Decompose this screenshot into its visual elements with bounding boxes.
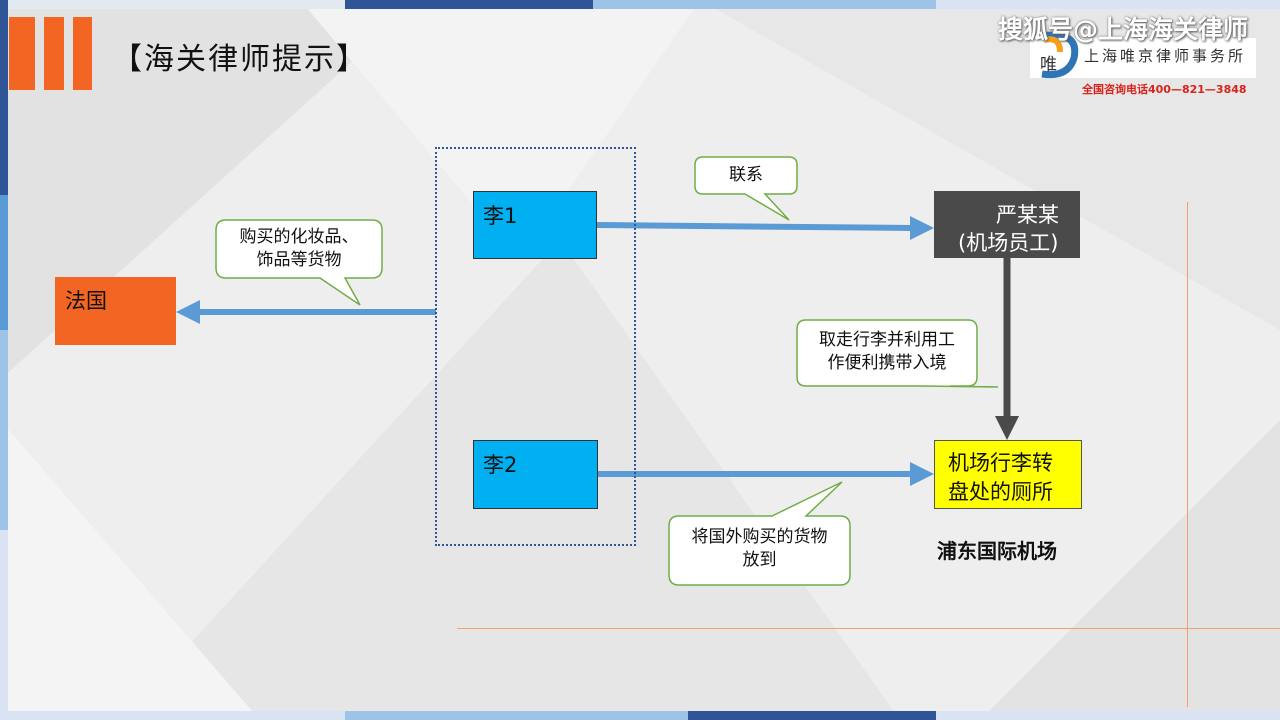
left-bar-segment xyxy=(0,530,8,720)
left-bar-segment xyxy=(0,330,8,530)
logo-char: 唯 xyxy=(1040,55,1057,75)
node-li1: 李1 xyxy=(473,191,597,259)
top-bar-segment xyxy=(936,0,1280,9)
callout-buy-bubble xyxy=(215,219,383,306)
node-yan-line2: (机场员工) xyxy=(958,231,1059,255)
callout-put-text: 将国外购买的货物 放到 xyxy=(671,526,848,572)
node-li2-label: 李2 xyxy=(483,453,518,477)
node-yan-line1: 严某某 xyxy=(996,203,1059,227)
slide-title: 【海关律师提示】 xyxy=(112,42,368,77)
callout-contact-label: 联系 xyxy=(729,165,763,185)
arrow-yan-to-toilet xyxy=(995,258,1019,440)
left-bar-segment xyxy=(0,195,8,330)
law-firm-logo xyxy=(1039,31,1079,79)
node-toilet-line1: 机场行李转 xyxy=(948,451,1053,475)
watermark-source: 搜狐号@上海海关律师 xyxy=(998,15,1249,44)
title-accent-bar xyxy=(73,17,92,90)
watermark-phone: 全国咨询电话400—821—3848 xyxy=(1082,83,1247,96)
callout-put-bubble xyxy=(668,481,851,586)
node-france: 法国 xyxy=(55,277,176,345)
arrow-li1-to-yan xyxy=(596,216,934,240)
callout-buy-line2: 饰品等货物 xyxy=(256,250,342,270)
top-bar-segment xyxy=(593,0,936,9)
node-li2: 李2 xyxy=(473,440,598,509)
li-group-dotted-frame xyxy=(435,147,636,546)
decor-line-vertical xyxy=(1187,202,1188,707)
title-accent-bar xyxy=(9,17,35,90)
callout-take-line1: 取走行李并利用工 xyxy=(819,330,955,350)
bottom-bar-segment xyxy=(936,711,1280,720)
title-accent-bar xyxy=(44,17,64,90)
callout-contact-bubble xyxy=(694,156,798,221)
bottom-bar-segment xyxy=(0,711,345,720)
top-bar-segment xyxy=(0,0,345,9)
bottom-bar-segment xyxy=(688,711,936,720)
decor-line-horizontal xyxy=(457,628,1280,629)
left-bar-segment xyxy=(0,0,8,195)
callout-take-line2: 作便利携带入境 xyxy=(827,353,947,373)
callout-buy-text: 购买的化妆品、 饰品等货物 xyxy=(218,226,380,272)
arrow-to-france xyxy=(176,300,436,324)
node-li1-label: 李1 xyxy=(483,204,518,228)
callout-put-line1: 将国外购买的货物 xyxy=(691,527,828,547)
callout-buy-line1: 购买的化妆品、 xyxy=(239,227,359,247)
callout-contact-text: 联系 xyxy=(697,164,795,187)
airport-label: 浦东国际机场 xyxy=(937,539,1057,563)
node-france-label: 法国 xyxy=(65,289,107,313)
bottom-bar-segment xyxy=(345,711,688,720)
callout-put-line2: 放到 xyxy=(742,550,777,570)
node-toilet: 机场行李转 盘处的厕所 xyxy=(934,440,1082,509)
top-bar-segment xyxy=(345,0,593,9)
arrow-li2-to-toilet xyxy=(598,462,934,486)
node-yan: 严某某 (机场员工) xyxy=(934,191,1080,258)
watermark-firm-name: 上海唯京律师事务所 xyxy=(1084,47,1247,65)
callout-take-text: 取走行李并利用工 作便利携带入境 xyxy=(799,329,975,375)
node-toilet-line2: 盘处的厕所 xyxy=(948,480,1053,504)
callout-take-bubble xyxy=(796,319,999,388)
